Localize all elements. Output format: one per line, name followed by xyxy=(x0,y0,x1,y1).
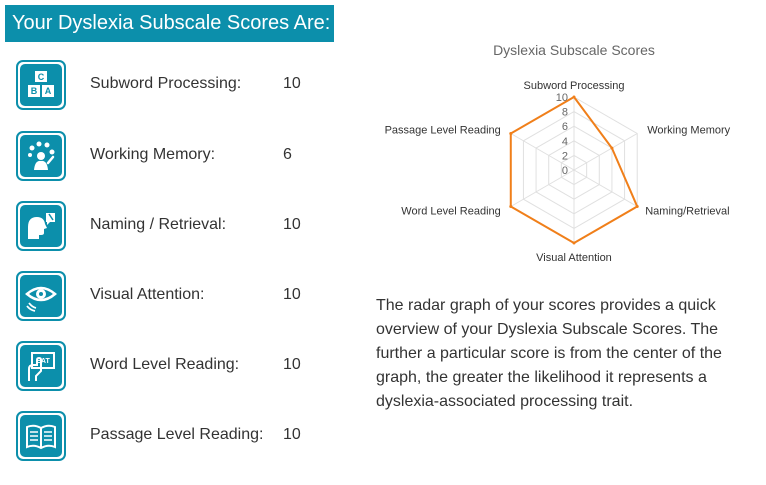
score-row-subword-processing: C B A Subword Processing: 10 xyxy=(16,60,316,110)
open-book-icon xyxy=(16,411,66,461)
score-value: 10 xyxy=(283,216,301,233)
eye-icon xyxy=(16,271,66,321)
score-value: 10 xyxy=(283,75,301,92)
score-label: Working Memory: xyxy=(90,146,216,163)
data-point xyxy=(509,205,513,208)
score-label: Subword Processing: xyxy=(90,75,242,92)
score-label: Naming / Retrieval: xyxy=(90,216,227,233)
score-label: Visual Attention: xyxy=(90,286,205,303)
score-value: 10 xyxy=(283,286,301,303)
data-point xyxy=(610,146,614,150)
results-header: Your Dyslexia Subscale Scores Are: xyxy=(5,5,334,42)
score-row-word-level-reading: EAT Word Level Reading: 10 xyxy=(16,341,316,391)
score-label: Passage Level Reading: xyxy=(90,426,264,443)
data-point xyxy=(572,241,576,245)
category-label: Working Memory xyxy=(647,125,730,137)
svg-text:C: C xyxy=(38,72,45,82)
category-label: Naming/Retrieval xyxy=(645,206,729,218)
radial-tick-label: 6 xyxy=(562,121,568,133)
memory-juggle-icon xyxy=(16,131,66,181)
score-row-visual-attention: Visual Attention: 10 xyxy=(16,271,316,321)
data-point xyxy=(509,132,513,135)
alphabet-blocks-icon: C B A xyxy=(16,60,66,110)
grid-spoke xyxy=(510,133,575,171)
data-point xyxy=(635,205,639,208)
grid-spoke xyxy=(573,169,638,207)
data-point xyxy=(572,95,576,99)
score-value: 10 xyxy=(283,356,301,373)
svg-text:EAT: EAT xyxy=(36,358,50,365)
grid-spoke xyxy=(573,133,638,171)
chart-description: The radar graph of your scores provides … xyxy=(376,297,722,410)
grid-spoke xyxy=(510,169,575,207)
score-label: Word Level Reading: xyxy=(90,356,240,373)
radial-tick-label: 8 xyxy=(562,107,568,119)
category-label: Passage Level Reading xyxy=(385,125,501,137)
category-label: Subword Processing xyxy=(524,80,625,92)
score-row-passage-level-reading: Passage Level Reading: 10 xyxy=(16,411,316,461)
category-label: Visual Attention xyxy=(536,252,612,264)
category-label: Word Level Reading xyxy=(401,206,500,218)
score-value: 10 xyxy=(283,426,301,443)
flash-card-hand-icon: EAT xyxy=(16,341,66,391)
score-row-working-memory: Working Memory: 6 xyxy=(16,131,316,181)
svg-text:B: B xyxy=(31,86,38,96)
header-title: Your Dyslexia Subscale Scores Are: xyxy=(12,12,331,34)
score-row-naming-retrieval: Naming / Retrieval: 10 xyxy=(16,201,316,251)
chart-title: Dyslexia Subscale Scores xyxy=(493,42,655,58)
radial-tick-label: 10 xyxy=(556,92,568,104)
radial-tick-label: 4 xyxy=(562,136,568,148)
radial-tick-label: 0 xyxy=(562,165,568,177)
score-value: 6 xyxy=(283,146,292,163)
radial-tick-label: 2 xyxy=(562,150,568,162)
speaking-head-icon xyxy=(16,201,66,251)
svg-text:A: A xyxy=(45,86,52,96)
